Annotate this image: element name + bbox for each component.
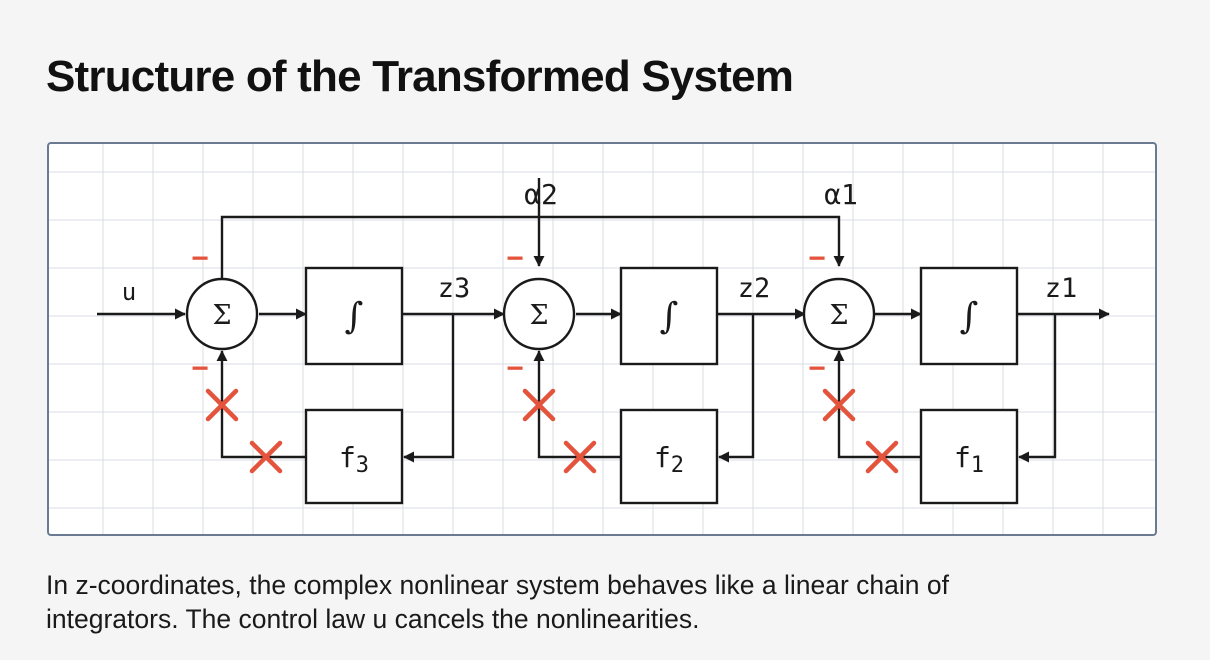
integral-icon: ∫ [960,296,979,337]
cancel-x-icon [249,440,283,474]
integrator-block-1: ∫ [919,266,1019,366]
integrator-block-3: ∫ [304,266,404,366]
f3-label: f3 [339,441,369,478]
integrator-block-2: ∫ [619,266,719,366]
alpha-2-label: α2 [524,178,558,211]
caption: In z-coordinates, the complex nonlinear … [46,568,1166,636]
cancel-marks [205,388,899,474]
summing-junction-2: Σ [502,277,576,351]
sum-icon: Σ [529,300,548,331]
f2-label: f2 [654,441,684,478]
caption-line-1: In z-coordinates, the complex nonlinear … [46,570,949,600]
cancel-x-icon [865,440,899,474]
sum-icon: Σ [212,300,231,331]
block-diagram-frame: u α2 α1 z3 z2 z1 Σ Σ Σ ∫ ∫ [47,142,1157,536]
page-title: Structure of the Transformed System [46,52,794,101]
nonlinear-block-f2: f2 [619,408,719,505]
z2-label: z2 [738,273,771,304]
summing-junction-3: Σ [185,277,259,351]
integral-icon: ∫ [345,296,364,337]
minus-signs: − − − − − − [192,241,826,384]
nonlinear-block-f1: f1 [919,408,1019,505]
minus-sign: − [507,241,524,274]
cancel-x-icon [822,388,856,422]
cancel-x-icon [563,440,597,474]
z1-label: z1 [1045,273,1078,304]
cancel-x-icon [205,388,239,422]
minus-sign: − [809,351,826,384]
caption-line-2: integrators. The control law u cancels t… [46,604,700,634]
summing-junction-1: Σ [802,277,876,351]
z3-label: z3 [438,273,471,304]
nonlinear-block-f3: f3 [304,408,404,505]
minus-sign: − [809,241,826,274]
integral-icon: ∫ [660,296,679,337]
feedforward-path-top [220,215,845,290]
block-diagram: u α2 α1 z3 z2 z1 Σ Σ Σ ∫ ∫ [49,144,1155,534]
f1-label: f1 [954,441,984,478]
feedback-paths [216,314,1057,463]
feedforward-paths [220,178,845,290]
minus-sign: − [192,241,209,274]
alpha-1-label: α1 [824,178,858,211]
minus-sign: − [507,351,524,384]
cancel-x-icon [522,388,556,422]
sum-icon: Σ [829,300,848,331]
minus-sign: − [192,351,209,384]
input-label: u [122,278,136,306]
